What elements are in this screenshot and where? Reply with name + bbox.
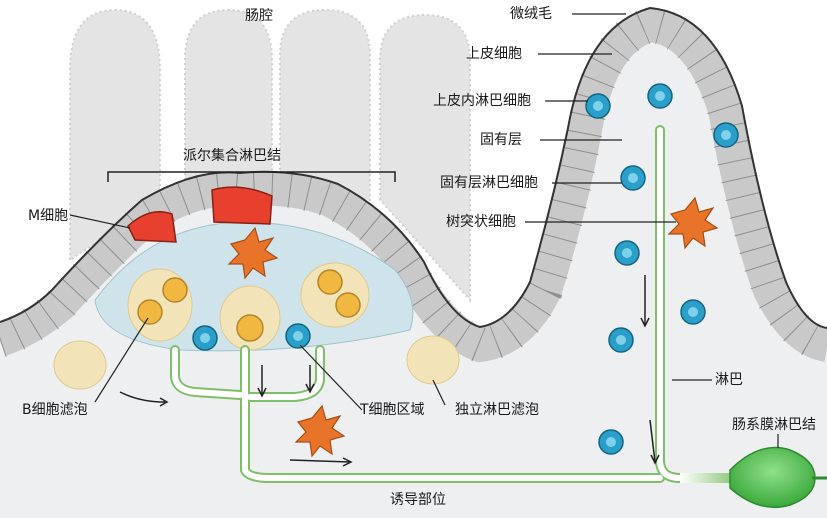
microvilli-edge bbox=[0, 6, 827, 329]
isolated-follicle-label: 独立淋巴滤泡 bbox=[455, 402, 539, 418]
peyers-patch-label: 派尔集合淋巴结 bbox=[183, 148, 281, 164]
lymph-label: 淋巴 bbox=[715, 372, 743, 388]
mesenteric-lymph-node bbox=[729, 446, 827, 509]
b-follicle-label: B细胞滤泡 bbox=[22, 402, 88, 418]
b-cells bbox=[137, 269, 361, 342]
peyers-patch-bracket bbox=[107, 171, 396, 182]
dendritic-cells bbox=[227, 196, 719, 458]
m-cell-label: M细胞 bbox=[28, 208, 69, 224]
inductive-site-label: 诱导部位 bbox=[390, 492, 446, 508]
flow-arrows bbox=[119, 275, 660, 467]
lumen-villi bbox=[69, 8, 471, 303]
epithelial-cell-label: 上皮细胞 bbox=[466, 46, 522, 62]
iel-label: 上皮内淋巴细胞 bbox=[433, 93, 531, 109]
dendritic-cell-label: 树突状细胞 bbox=[446, 214, 516, 230]
t-zone-label: T细胞区域 bbox=[360, 402, 425, 418]
leader-lines bbox=[69, 13, 779, 448]
microvilli-label: 微绒毛 bbox=[510, 6, 552, 22]
lamina-propria-label: 固有层 bbox=[480, 132, 522, 148]
lumen-label: 肠腔 bbox=[245, 8, 273, 24]
m-cells bbox=[127, 186, 273, 243]
mesenteric-ln-label: 肠系膜淋巴结 bbox=[732, 417, 816, 433]
lp-lymphocyte-label: 固有层淋巴细胞 bbox=[440, 175, 538, 191]
